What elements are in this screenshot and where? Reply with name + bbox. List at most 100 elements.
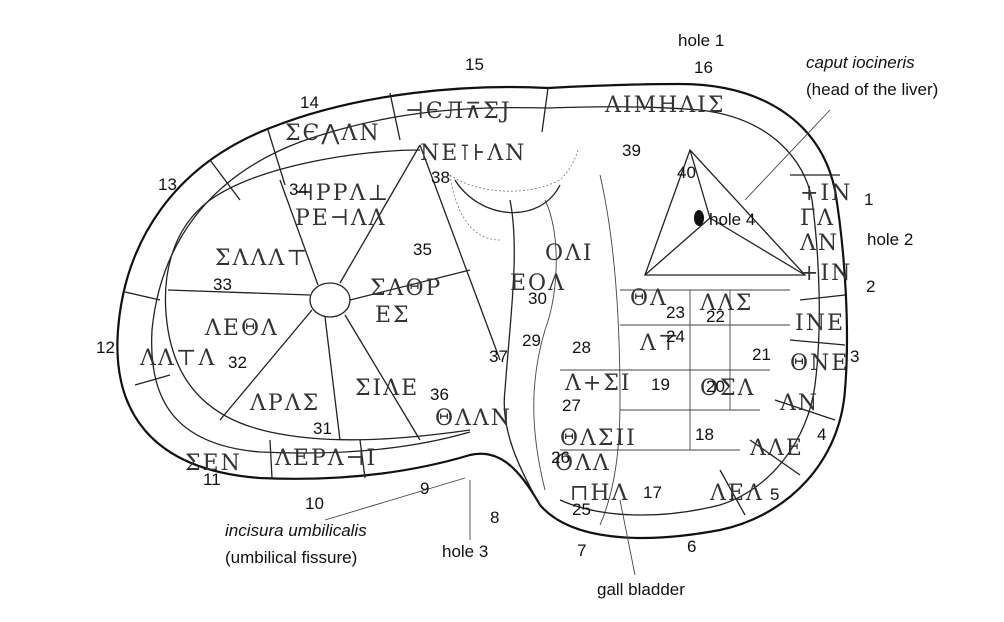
svg-text:ΣΕΝ: ΣΕΝ <box>185 451 242 476</box>
region-number: 3 <box>850 347 859 366</box>
svg-text:ΘΛ: ΘΛ <box>630 286 668 311</box>
region-number: 36 <box>430 385 449 404</box>
inner-oval-left <box>164 149 471 441</box>
region-number: 5 <box>770 485 779 504</box>
pyramid-edge <box>709 217 806 276</box>
dotted-outline <box>449 174 501 241</box>
region-number: 24 <box>666 327 685 346</box>
spoke <box>339 144 421 284</box>
hole-1-label: hole 1 <box>678 31 724 50</box>
svg-text:ΣΛΛΛ⊤: ΣΛΛΛ⊤ <box>215 246 309 271</box>
region-number: 38 <box>431 168 450 187</box>
svg-text:ΕΣ: ΕΣ <box>375 303 411 328</box>
region-number: 17 <box>643 483 662 502</box>
central-disk <box>309 282 351 318</box>
region-number: 9 <box>420 479 429 498</box>
incisura-sub-label: (umbilical fissure) <box>225 548 357 567</box>
region-number: 35 <box>413 240 432 259</box>
region-number: 16 <box>694 58 713 77</box>
dotted-outline <box>449 149 579 192</box>
svg-text:ΣЄ⋀ΛΝ: ΣЄ⋀ΛΝ <box>285 121 381 146</box>
divider <box>799 294 846 301</box>
region-number: 32 <box>228 353 247 372</box>
region-number: 26 <box>551 448 570 467</box>
svg-text:ΛΙΜΗΛΙΣ: ΛΙΜΗΛΙΣ <box>604 93 725 118</box>
svg-text:ΛΕΘΛ: ΛΕΘΛ <box>204 316 279 341</box>
svg-text:Λ⊤: Λ⊤ <box>639 331 681 356</box>
region-number: 28 <box>572 338 591 357</box>
divider <box>359 439 366 479</box>
bowl-shape <box>454 179 561 214</box>
hole-2-label: hole 2 <box>867 230 913 249</box>
gall-bladder-label: gall bladder <box>597 580 685 599</box>
hole-4-marker <box>694 210 704 226</box>
spoke <box>344 314 421 441</box>
svg-text:ΛΛ⊤Λ: ΛΛ⊤Λ <box>139 346 216 371</box>
spoke <box>419 144 501 361</box>
region-number: 18 <box>695 425 714 444</box>
inscriptions: ⊣ЄЛ⊼ΣЈ ΣЄ⋀ΛΝ ΛΙΜΗΛΙΣ ΝΕ⊺⊦ΛΝ ⊣ΡΡΛ⊥ ΡΕ⊣ΛΛ … <box>139 93 852 506</box>
region-number: 2 <box>866 277 875 296</box>
divider <box>719 469 746 516</box>
divider <box>541 87 549 133</box>
svg-text:ΛΝ: ΛΝ <box>799 231 839 256</box>
svg-text:ΛΡΛΣ: ΛΡΛΣ <box>249 391 320 416</box>
svg-text:ΝΕ⊺⊦ΛΝ: ΝΕ⊺⊦ΛΝ <box>420 141 526 166</box>
liver-outline <box>116 82 849 540</box>
divider <box>134 374 171 386</box>
svg-text:ΙΝΕ: ΙΝΕ <box>795 311 845 336</box>
svg-text:ΣΙΛΕ: ΣΙΛΕ <box>355 376 419 401</box>
svg-text:ΣΛΘΡ: ΣΛΘΡ <box>370 276 442 301</box>
divider <box>774 399 836 421</box>
svg-text:ΛΛΣ: ΛΛΣ <box>699 291 753 316</box>
svg-text:Λ+ΣΙ: Λ+ΣΙ <box>564 371 632 396</box>
region-number: 39 <box>622 141 641 160</box>
divider <box>389 92 401 141</box>
leader-caput <box>744 109 831 201</box>
fissure-line <box>503 199 541 506</box>
region-number: 37 <box>489 347 508 366</box>
region-number: 11 <box>203 470 221 489</box>
gall-bladder-edge <box>599 174 621 526</box>
svg-text:ΛΕΡΛ⊣Ι: ΛΕΡΛ⊣Ι <box>274 446 377 471</box>
hole-3-label: hole 3 <box>442 542 488 561</box>
divider <box>209 159 241 201</box>
svg-text:ΡΕ⊣ΛΛ: ΡΕ⊣ΛΛ <box>295 206 387 231</box>
region-number: 10 <box>305 494 324 513</box>
svg-text:+ΙΝ: +ΙΝ <box>800 181 852 206</box>
divider <box>749 439 801 476</box>
leader-gall <box>619 499 636 576</box>
svg-text:ΛΛΕ: ΛΛΕ <box>749 436 804 461</box>
hole-4-label: hole 4 <box>709 210 755 229</box>
svg-text:ΟΛΛ: ΟΛΛ <box>555 451 611 476</box>
divider <box>267 129 286 186</box>
svg-text:ΕΟΛ: ΕΟΛ <box>510 271 566 296</box>
svg-text:ΛΕΛ: ΛΕΛ <box>709 481 764 506</box>
svg-text:⊣ΡΡΛ⊥: ⊣ΡΡΛ⊥ <box>295 181 390 206</box>
region-number: 27 <box>562 396 581 415</box>
divider <box>269 439 273 479</box>
pyramid-edge <box>689 149 711 219</box>
spoke <box>324 316 341 441</box>
svg-text:ΟΛΙ: ΟΛΙ <box>545 241 594 266</box>
leader-incisura <box>324 477 466 521</box>
region-number: 7 <box>577 541 586 560</box>
region-number: 15 <box>465 55 484 74</box>
svg-text:ΘΛΣΙΙ: ΘΛΣΙΙ <box>560 426 637 451</box>
gall-bladder-edge <box>533 199 557 491</box>
divider <box>124 291 161 301</box>
inner-band-left <box>150 106 549 454</box>
region-number: 33 <box>213 275 232 294</box>
region-number: 12 <box>96 338 115 357</box>
svg-text:ΘΛΛΝ: ΘΛΛΝ <box>435 406 512 431</box>
divider <box>789 339 846 346</box>
caput-sub-label: (head of the liver) <box>806 80 938 99</box>
region-number: 20 <box>706 377 725 396</box>
spoke <box>279 179 319 286</box>
region-number: 6 <box>687 537 696 556</box>
spoke <box>167 289 311 296</box>
region-number: 14 <box>300 93 319 112</box>
spoke <box>349 269 471 301</box>
region-number: 8 <box>490 508 499 527</box>
